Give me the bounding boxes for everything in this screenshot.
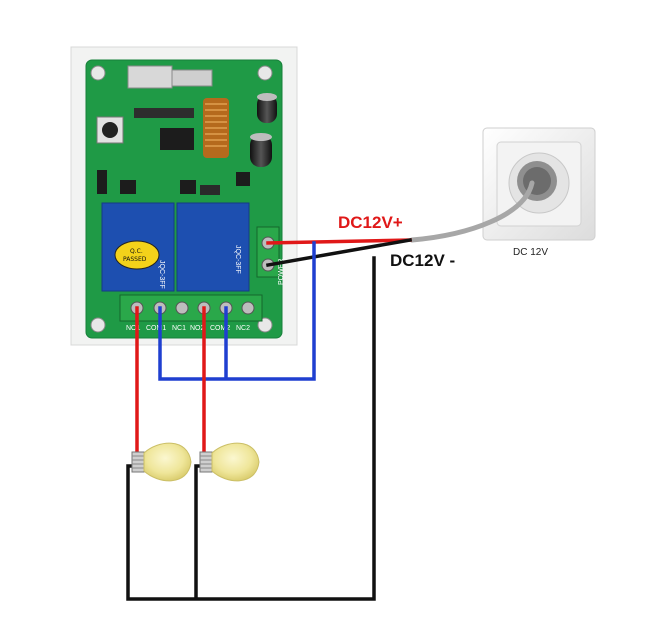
relay-board: JQC-3FF JQC-3FF Q.C. PASSED POWER NO1 CO… — [70, 46, 298, 346]
output-terminal-block — [119, 294, 263, 322]
socket-cable — [409, 180, 535, 243]
qc-sticker-line1: Q.C. — [130, 248, 143, 255]
socket-label: DC 12V — [513, 247, 548, 258]
terminal-label-com2: COM2 — [210, 325, 230, 332]
relay-2-text: JQC-3FF — [234, 245, 241, 274]
label-dc-minus: DC12V - — [390, 251, 455, 270]
label-dc-plus: DC12V+ — [338, 213, 403, 232]
terminal-labels: NO1 COM1 NC1 NO2 COM2 NC2 — [126, 325, 250, 332]
lightbulb-icon — [131, 442, 192, 482]
terminal-label-com1: COM1 — [146, 325, 166, 332]
terminal-label-no2: NO2 — [190, 325, 205, 332]
wire-negative-supply — [265, 237, 413, 268]
terminal-label-nc1: NC1 — [172, 325, 186, 332]
wall-socket-icon — [482, 127, 596, 241]
relay-2 — [176, 202, 250, 292]
power-label: POWER — [278, 259, 285, 285]
wire-positive-supply — [266, 238, 412, 245]
terminal-label-nc2: NC2 — [236, 325, 250, 332]
relay-1-text: JQC-3FF — [158, 260, 165, 289]
terminal-label-no1: NO1 — [126, 325, 141, 332]
wire-common-loop — [158, 241, 316, 381]
qc-sticker-line2: PASSED — [123, 256, 147, 263]
lightbulb-icon — [199, 442, 260, 482]
